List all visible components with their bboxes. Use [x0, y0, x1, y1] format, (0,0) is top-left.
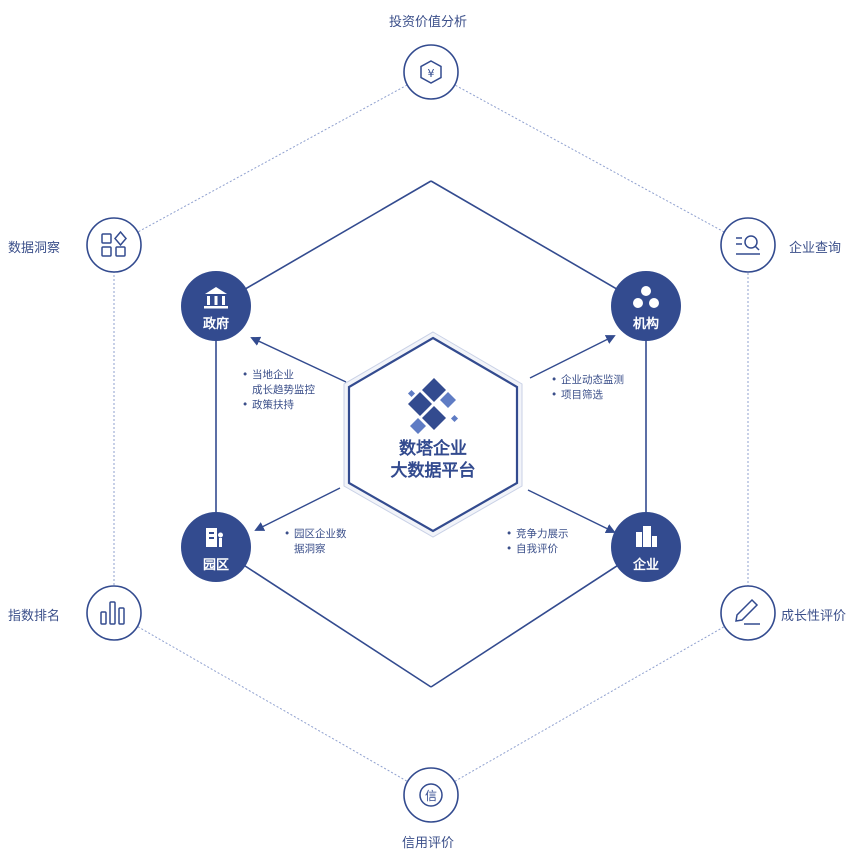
node-park — [181, 512, 251, 582]
network-icon — [633, 286, 659, 308]
node-label-park: 园区 — [202, 558, 229, 573]
node-government — [181, 271, 251, 341]
bullet-item: 竞争力展示 — [506, 527, 569, 542]
label-credit: 信用评价 — [402, 836, 455, 851]
label-ranking: 指数排名 — [8, 609, 61, 624]
outer-circle-insight — [86, 217, 142, 273]
outer-dotted-hexagon — [113, 71, 749, 796]
platform-title-line1: 数塔企业 — [399, 439, 467, 459]
platform-title-line2: 大数据平台 — [390, 461, 476, 481]
platform-title: 数塔企业 大数据平台 — [363, 438, 503, 482]
label-growth: 成长性评价 — [781, 609, 847, 624]
node-label-institution: 机构 — [632, 317, 659, 332]
bullet-item: 项目筛选 — [551, 388, 624, 403]
bullets-institution: 企业动态监测 项目筛选 — [551, 373, 624, 403]
outer-circle-query — [720, 217, 776, 273]
center-hexagon — [343, 331, 523, 538]
bullets-enterprise: 竞争力展示 自我评价 — [506, 527, 569, 557]
outer-circle-credit: 信 — [403, 767, 459, 823]
svg-text:信: 信 — [425, 789, 437, 803]
inner-hexagon — [215, 180, 647, 688]
svg-text:¥: ¥ — [428, 67, 435, 80]
label-insight: 数据洞察 — [8, 241, 61, 256]
bar-chart-icon — [100, 601, 125, 625]
platform-logo-icon — [407, 378, 459, 434]
bullet-item: 园区企业数 — [284, 527, 347, 542]
outer-circle-growth — [720, 585, 776, 641]
grid-insight-icon — [101, 230, 127, 257]
bullet-item: 当地企业 — [242, 368, 315, 383]
credit-icon: 信 — [419, 783, 443, 807]
label-investment: 投资价值分析 — [389, 15, 468, 30]
pencil-icon — [735, 598, 760, 625]
bullet-item-continued: 据洞察 — [294, 543, 326, 555]
outer-circle-investment: ¥ — [403, 44, 459, 100]
office-building-icon — [636, 526, 657, 547]
flow-arrows — [250, 335, 616, 533]
outer-circle-ranking — [86, 585, 142, 641]
bullet-item: 政策扶持 — [242, 398, 315, 413]
yuan-hexagon-icon: ¥ — [420, 60, 442, 84]
node-label-government: 政府 — [202, 317, 229, 332]
bullet-item: 企业动态监测 — [551, 373, 624, 388]
label-query: 企业查询 — [789, 241, 842, 256]
node-enterprise — [611, 512, 681, 582]
bullet-item-continued: 成长趋势监控 — [252, 384, 315, 396]
bank-icon — [204, 287, 228, 309]
search-list-icon — [736, 235, 760, 255]
building-icon — [206, 528, 223, 547]
bullet-item: 自我评价 — [506, 542, 569, 557]
bullets-government: 当地企业 成长趋势监控 政策扶持 — [242, 368, 315, 413]
node-institution — [611, 271, 681, 341]
bullets-park: 园区企业数 据洞察 — [284, 527, 347, 557]
node-label-enterprise: 企业 — [632, 558, 659, 573]
